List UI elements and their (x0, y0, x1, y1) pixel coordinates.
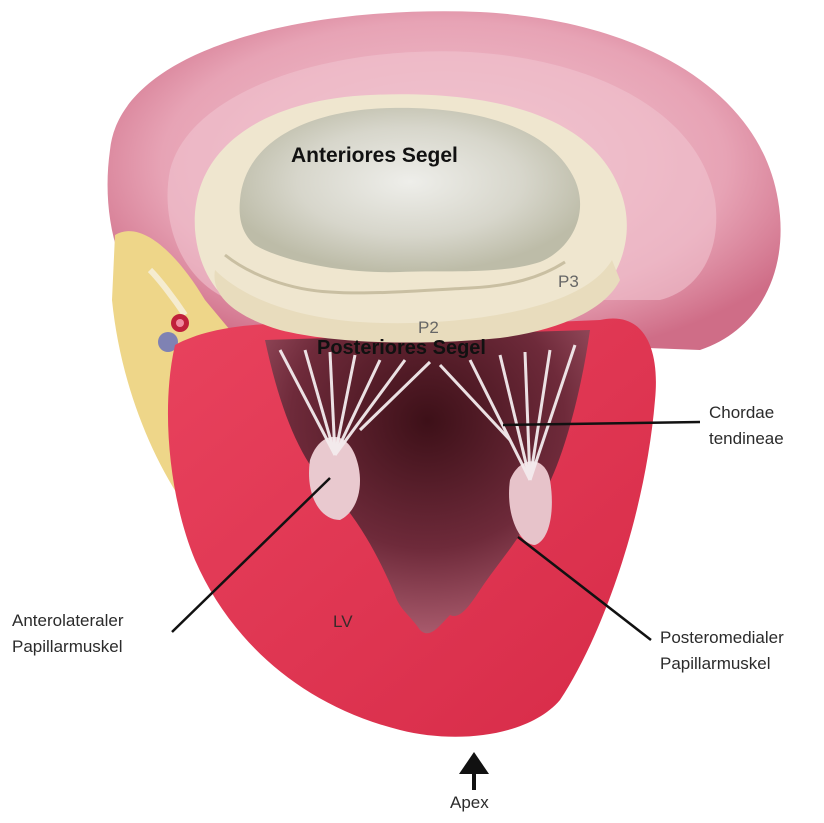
posteromedial-label-line2: Papillarmuskel (660, 651, 784, 677)
posteromedial-label: Posteromedialer Papillarmuskel (660, 625, 784, 677)
anterolateral-label-line2: Papillarmuskel (12, 634, 124, 660)
apex-label: Apex (450, 790, 489, 816)
posterior-leaflet-label: Posteriores Segel (317, 337, 486, 360)
anterolateral-label-line1: Anterolateraler (12, 608, 124, 634)
anterolateral-label: Anterolateraler Papillarmuskel (12, 608, 124, 660)
posteromedial-label-line1: Posteromedialer (660, 625, 784, 651)
chordae-label-line1: Chordae (709, 400, 784, 426)
lv-label: LV (333, 612, 353, 632)
p3-label: P3 (558, 272, 579, 292)
chordae-label-line2: tendineae (709, 426, 784, 452)
anterior-leaflet-label: Anteriores Segel (291, 144, 458, 168)
chordae-label: Chordae tendineae (709, 400, 784, 452)
p2-label: P2 (418, 318, 439, 338)
